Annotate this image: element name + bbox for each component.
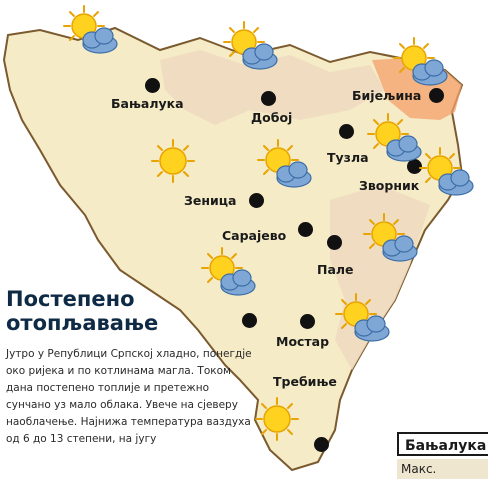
sun-cloud-icon — [257, 139, 312, 188]
sun-cloud-icon — [363, 213, 418, 262]
city-label-mostar: Мостар — [276, 334, 330, 349]
city-label-pale: Пале — [317, 262, 354, 277]
city-dot-bijeljina — [429, 88, 444, 103]
city-dot-sarajevo — [298, 222, 313, 237]
city-dot-west-south — [242, 313, 257, 328]
city-label-tuzla: Тузла — [327, 150, 369, 165]
city-label-trebinje: Требиње — [273, 374, 337, 389]
sun-cloud-icon — [335, 293, 390, 342]
table-header-city: Бањалука — [397, 432, 488, 456]
city-label-bijeljina: Бијељина — [352, 88, 422, 103]
city-dot-pale — [327, 235, 342, 250]
city-label-doboj: Добој — [251, 110, 293, 125]
city-dot-zvornik — [407, 159, 422, 174]
city-dot-doboj — [261, 91, 276, 106]
forecast-headline: Постепено отопљавање — [6, 287, 158, 335]
sun-icon — [255, 397, 299, 441]
sun-cloud-icon — [419, 147, 474, 196]
city-label-zvornik: Зворник — [359, 178, 420, 193]
city-dot-tuzla — [339, 124, 354, 139]
sun-cloud-icon — [201, 247, 256, 296]
city-dot-zenica — [249, 193, 264, 208]
city-dot-south — [314, 437, 329, 452]
sun-icon — [151, 139, 195, 183]
sun-cloud-icon — [223, 21, 278, 70]
table-row-max: Макс. — [397, 459, 488, 479]
sun-cloud-icon — [367, 113, 422, 162]
city-temperature-table: Бањалука Макс. — [397, 432, 488, 483]
headline-line-1: Постепено — [6, 287, 135, 311]
city-dot-banjaluka — [145, 78, 160, 93]
region-tint-north — [160, 50, 385, 125]
city-label-zenica: Зеница — [184, 193, 237, 208]
forecast-body-text: Јутро у Републици Српској хладно, понегд… — [6, 348, 252, 445]
city-label-sarajevo: Сарајево — [222, 228, 287, 243]
sun-cloud-icon — [63, 5, 118, 54]
city-dot-mostar — [300, 314, 315, 329]
city-label-banjaluka: Бањалука — [111, 96, 184, 111]
sun-cloud-icon — [393, 37, 448, 86]
headline-line-2: отопљавање — [6, 311, 159, 335]
